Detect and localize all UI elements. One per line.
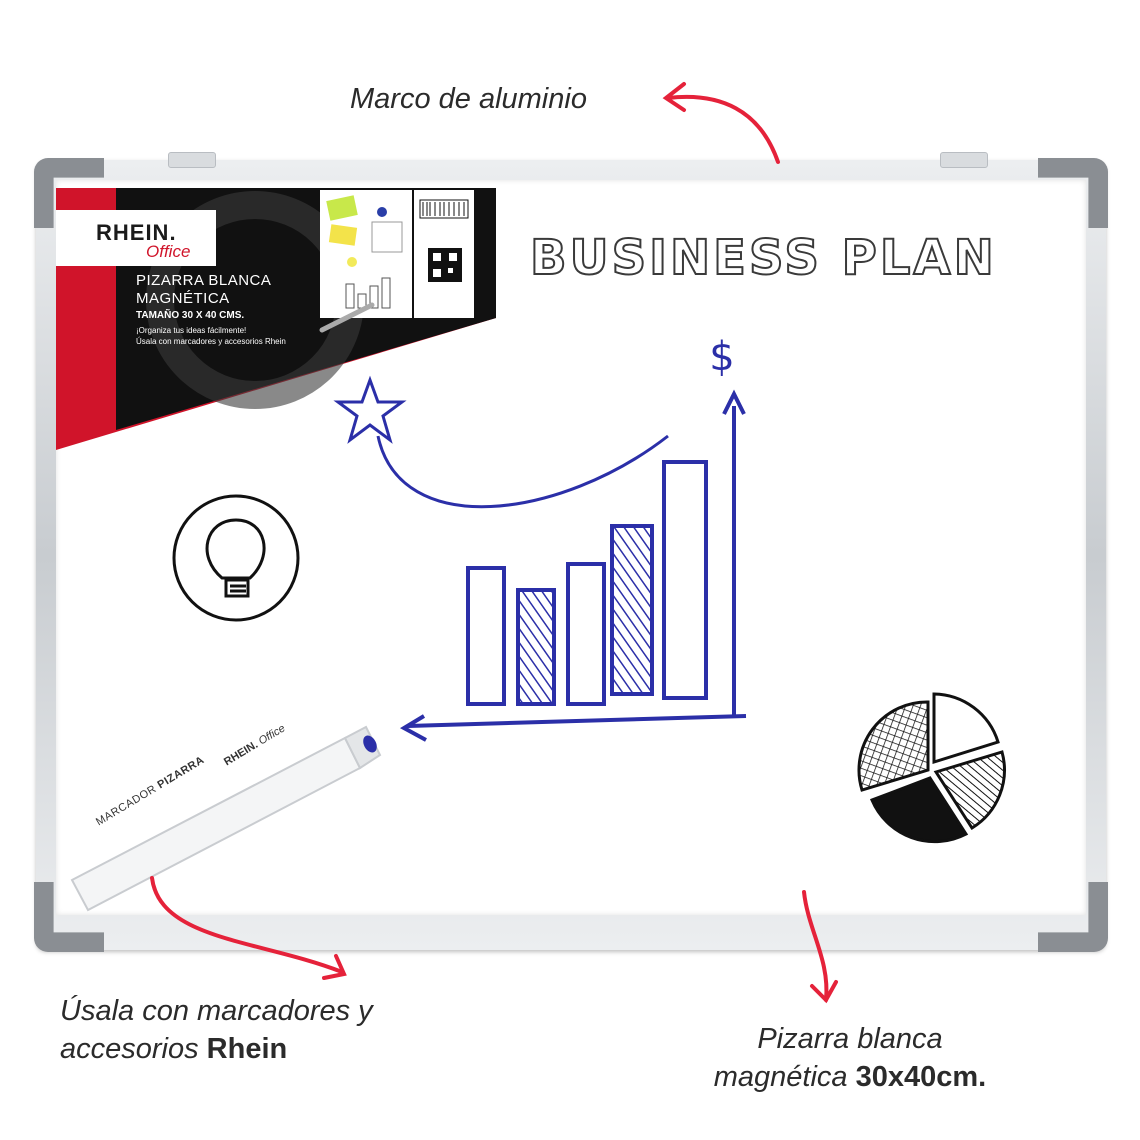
magnet-icon xyxy=(347,257,357,267)
frame-callout: Marco de aluminio xyxy=(350,83,587,115)
brand-sub: Office xyxy=(146,242,191,261)
arrow-icon xyxy=(150,82,838,1004)
star-icon xyxy=(333,375,407,444)
marker-tip xyxy=(363,735,377,753)
sticky-note xyxy=(328,224,358,246)
brand-name: RHEIN. xyxy=(96,220,177,245)
label-size: TAMAÑO 30 X 40 CMS. xyxy=(136,310,245,321)
dollar-sign: $ xyxy=(709,334,734,380)
thumb-marker xyxy=(319,302,375,333)
label-tagline1: ¡Organiza tus ideas fácilmente! xyxy=(136,326,247,335)
frame-clip xyxy=(168,152,216,168)
board-headline: BUSINESS PLAN xyxy=(529,229,997,287)
markers-callout-line2-prefix: accesorios xyxy=(60,1033,207,1065)
pie-chart-icon xyxy=(857,692,1006,844)
markers-callout-line2-bold: Rhein xyxy=(206,1033,288,1065)
thumb-note xyxy=(371,221,403,253)
magnet-icon xyxy=(377,207,387,217)
brand-box xyxy=(56,210,216,266)
board-callout-line2-prefix: magnética xyxy=(713,1061,856,1093)
markers-callout-line1: Úsala con marcadores y xyxy=(60,995,373,1027)
bar-chart-icon xyxy=(399,389,747,742)
frame-clip xyxy=(940,152,988,168)
lightbulb-icon xyxy=(172,494,300,622)
label-title-line2: MAGNÉTICA xyxy=(136,290,230,307)
label-tagline2: Úsala con marcadores y accesorios Rhein xyxy=(136,337,286,346)
sticky-note xyxy=(326,195,358,221)
label-title-line1: PIZARRA BLANCA xyxy=(136,272,272,289)
board-callout-line2-bold: 30x40cm. xyxy=(855,1061,987,1093)
marker-pen xyxy=(70,725,382,912)
markers-callout: Úsala con marcadores y accesorios Rhein xyxy=(60,992,373,1068)
board-callout-line1: Pizarra blanca xyxy=(757,1023,943,1055)
board-size-callout: Pizarra blanca magnética 30x40cm. xyxy=(680,1020,1020,1096)
growth-curve xyxy=(376,434,669,509)
